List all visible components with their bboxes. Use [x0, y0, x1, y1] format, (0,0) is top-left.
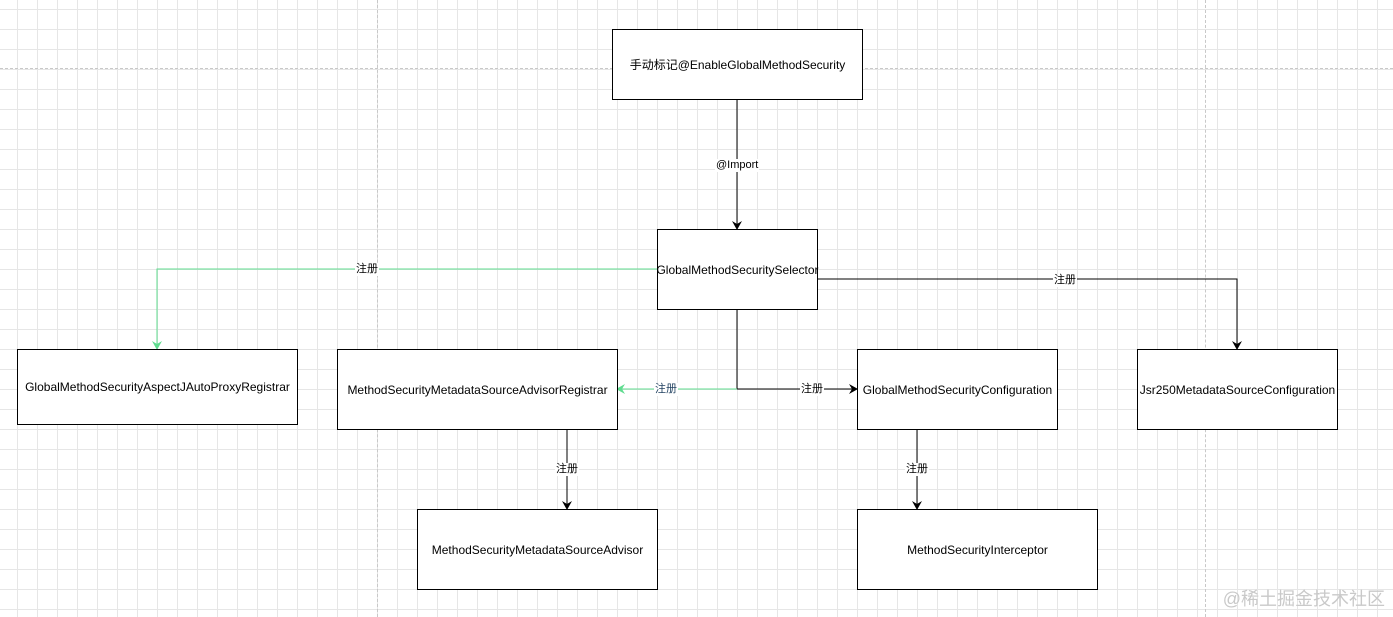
node-enable-global-method-security: 手动标记@EnableGlobalMethodSecurity — [612, 29, 863, 100]
node-label: Jsr250MetadataSourceConfiguration — [1139, 382, 1336, 397]
page-guide-vertical — [1205, 0, 1206, 617]
node-label: MethodSecurityMetadataSourceAdvisor — [431, 542, 644, 557]
node-metadata-source-advisor-registrar: MethodSecurityMetadataSourceAdvisorRegis… — [337, 349, 618, 430]
node-label: GlobalMethodSecuritySelector — [656, 262, 819, 277]
watermark: @稀土掘金技术社区 — [1222, 589, 1385, 609]
edge-label-register: 注册 — [1053, 274, 1077, 287]
edge-label-register: 注册 — [555, 463, 579, 476]
edge-label-register: 注册 — [654, 383, 678, 396]
node-global-method-security-configuration: GlobalMethodSecurityConfiguration — [857, 349, 1058, 430]
node-aspectj-auto-proxy-registrar: GlobalMethodSecurityAspectJAutoProxyRegi… — [17, 349, 298, 425]
edge-selector-to-configuration — [736, 309, 858, 394]
node-method-security-interceptor: MethodSecurityInterceptor — [857, 509, 1098, 590]
edge-label-register: 注册 — [800, 383, 824, 396]
node-label: 手动标记@EnableGlobalMethodSecurity — [629, 58, 846, 72]
page-guide-vertical — [377, 0, 378, 617]
node-global-method-security-selector: GlobalMethodSecuritySelector — [656, 229, 819, 310]
edge-label-register: 注册 — [355, 263, 379, 276]
node-label: MethodSecurityMetadataSourceAdvisorRegis… — [347, 382, 608, 397]
node-label: GlobalMethodSecurityAspectJAutoProxyRegi… — [25, 380, 290, 394]
edge-label-register: 注册 — [905, 463, 929, 476]
edge-selector-to-jsr250 — [817, 278, 1242, 350]
node-metadata-source-advisor: MethodSecurityMetadataSourceAdvisor — [417, 509, 658, 590]
node-label: GlobalMethodSecurityConfiguration — [862, 382, 1053, 397]
node-label: MethodSecurityInterceptor — [907, 542, 1048, 557]
edge-selector-to-aspectj-registrar — [152, 268, 657, 350]
node-jsr250-metadata-source-configuration: Jsr250MetadataSourceConfiguration — [1137, 349, 1338, 430]
edge-label-import: @Import — [715, 159, 760, 172]
